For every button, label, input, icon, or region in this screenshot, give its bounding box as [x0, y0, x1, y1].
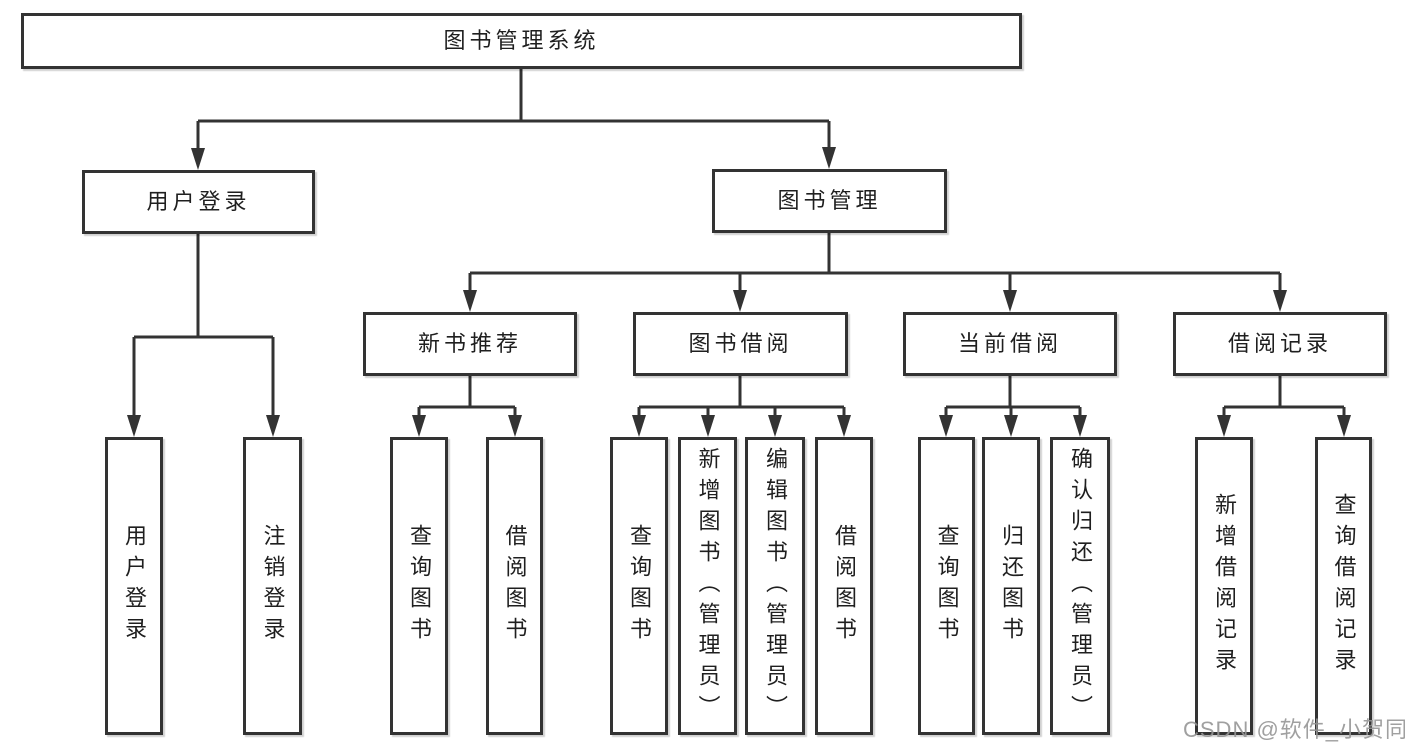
arrowhead-icon — [412, 415, 426, 437]
leaf-logout: 注销登录 — [243, 437, 302, 735]
leaf-add-borrow-record: 新增借阅记录 — [1195, 437, 1253, 735]
arrowhead-icon — [939, 415, 953, 437]
leaf-logout-label: 注销登录 — [260, 524, 286, 648]
node-root-system-label: 图书管理系统 — [443, 28, 600, 53]
connector-book-mgmt-split — [468, 233, 1282, 296]
leaf-query-borrow-record: 查询借阅记录 — [1315, 437, 1372, 735]
arrowhead-icon — [266, 415, 280, 437]
leaf-confirm-return-admin-label: 确认归还（管理员） — [1068, 446, 1093, 726]
node-new-book-recommend-label: 新书推荐 — [417, 331, 522, 356]
node-book-management: 图书管理 — [712, 169, 947, 233]
arrowhead-icon — [1217, 415, 1231, 437]
arrowhead-icon — [837, 415, 851, 437]
arrowhead-icon — [1003, 290, 1017, 312]
leaf-return-books-label: 归还图书 — [999, 524, 1024, 648]
leaf-confirm-return-admin: 确认归还（管理员） — [1050, 437, 1110, 735]
leaf-query-books-recommend-label: 查询图书 — [407, 524, 432, 648]
arrowhead-icon — [1073, 415, 1087, 437]
node-root-system: 图书管理系统 — [21, 13, 1022, 69]
node-book-borrowing: 图书借阅 — [633, 312, 848, 376]
arrowhead-icon — [1273, 290, 1287, 312]
node-borrowing-records: 借阅记录 — [1173, 312, 1387, 376]
arrowhead-icon — [191, 148, 205, 170]
leaf-add-borrow-record-label: 新增借阅记录 — [1212, 493, 1237, 679]
leaf-borrow-books: 借阅图书 — [815, 437, 873, 735]
leaf-user-login: 用户登录 — [105, 437, 163, 735]
connector-current-borrow-split — [944, 376, 1082, 423]
leaf-add-books-admin-label: 新增图书（管理员） — [695, 446, 721, 726]
node-current-borrowing-label: 当前借阅 — [957, 331, 1062, 356]
node-borrowing-records-label: 借阅记录 — [1227, 331, 1332, 356]
connector-root-split — [196, 69, 831, 152]
node-new-book-recommend: 新书推荐 — [363, 312, 577, 376]
connector-user-login-split — [132, 234, 275, 423]
leaf-user-login-label: 用户登录 — [122, 524, 147, 648]
leaf-query-books-current: 查询图书 — [918, 437, 975, 735]
leaf-query-books-borrowing: 查询图书 — [610, 437, 668, 735]
leaf-query-books-current-label: 查询图书 — [934, 524, 960, 648]
arrowhead-icon — [822, 147, 836, 169]
arrowhead-icon — [463, 290, 477, 312]
leaf-borrow-books-recommend: 借阅图书 — [486, 437, 543, 735]
csdn-watermark: CSDN @软件_小贺同学 — [1183, 717, 1405, 742]
arrowhead-icon — [701, 415, 715, 437]
arrowhead-icon — [127, 415, 141, 437]
arrowhead-icon — [632, 415, 646, 437]
arrowhead-icon — [508, 415, 522, 437]
node-book-management-label: 图书管理 — [777, 188, 882, 213]
node-user-login: 用户登录 — [82, 170, 315, 234]
arrowhead-icon — [1004, 415, 1018, 437]
arrowhead-icon — [733, 290, 747, 312]
connector-borrow-record-split — [1222, 376, 1346, 423]
leaf-query-books-borrowing-label: 查询图书 — [627, 524, 652, 648]
arrowhead-icon — [768, 415, 782, 437]
connector-new-book-split — [417, 376, 517, 423]
leaf-borrow-books-recommend-label: 借阅图书 — [502, 524, 528, 648]
leaf-query-books-recommend: 查询图书 — [390, 437, 448, 735]
arrowhead-icon — [1337, 415, 1351, 437]
leaf-return-books: 归还图书 — [982, 437, 1040, 735]
leaf-query-borrow-record-label: 查询借阅记录 — [1331, 493, 1357, 679]
connector-book-borrow-split — [637, 376, 846, 423]
node-book-borrowing-label: 图书借阅 — [688, 331, 793, 356]
leaf-edit-books-admin-label: 编辑图书（管理员） — [763, 446, 788, 726]
node-user-login-label: 用户登录 — [146, 189, 251, 214]
leaf-edit-books-admin: 编辑图书（管理员） — [745, 437, 805, 735]
leaf-add-books-admin: 新增图书（管理员） — [678, 437, 737, 735]
leaf-borrow-books-label: 借阅图书 — [832, 524, 857, 648]
node-current-borrowing: 当前借阅 — [903, 312, 1117, 376]
